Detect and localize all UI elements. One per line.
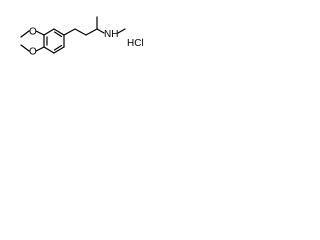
hcl-label: HCl: [127, 38, 144, 49]
ring-bond-2: [53, 28, 65, 36]
ring-bond-5: [43, 46, 55, 54]
dioxole-ring: O O: [20, 27, 45, 58]
oxygen-bottom-label: O: [29, 47, 37, 58]
benzene-ring: [43, 28, 65, 54]
ring-double-bond-1: [53, 31, 63, 38]
oxygen-top-label: O: [29, 27, 37, 38]
ring-bond-4: [53, 46, 65, 54]
n-methyl-bond: [117, 28, 126, 34]
o-bottom-bond-ring: [35, 46, 45, 52]
chain-bond-2: [85, 28, 98, 36]
benzyl-bond: [63, 28, 76, 36]
o-top-bond-ring: [35, 30, 45, 36]
chain-bond-1: [74, 28, 87, 36]
side-chain: NH: [63, 16, 126, 40]
ring-double-bond-2: [53, 44, 63, 51]
amine-label: NH: [104, 29, 118, 40]
chemical-structure: O O NH HCl: [20, 16, 144, 58]
ch2-top-bond: [20, 30, 30, 38]
amine-bond: [96, 28, 105, 34]
ch2-bottom-bond: [20, 44, 30, 52]
ring-bond-1: [43, 28, 55, 36]
